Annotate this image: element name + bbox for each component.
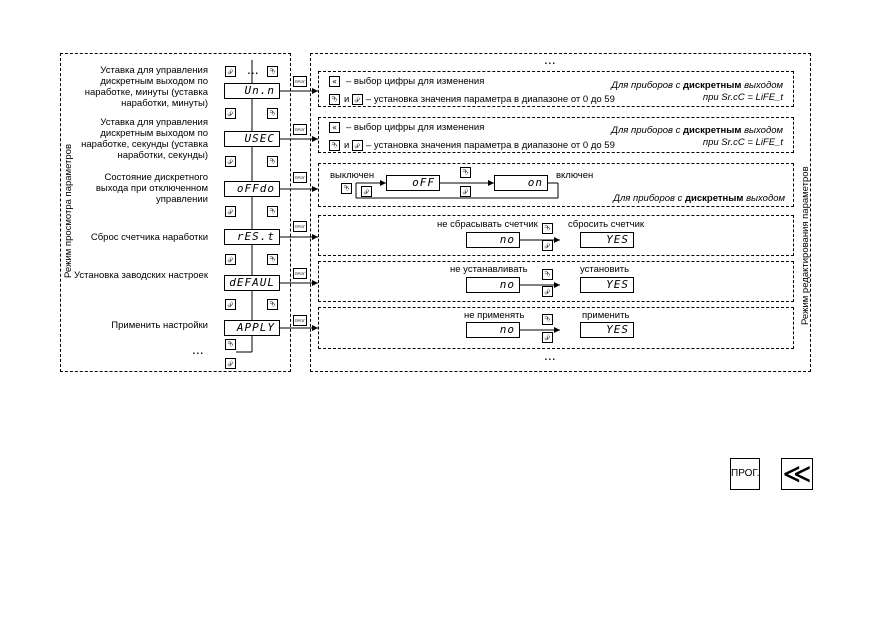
down-arrow-icon[interactable]: ⮷	[329, 94, 340, 105]
block3-note: Для приборов с дискретным выходом	[613, 193, 785, 204]
block-rest	[318, 215, 794, 256]
display-yes: YES	[580, 277, 634, 293]
ellipsis-top-left: ...	[247, 61, 259, 77]
block1-line2: – установка значения параметра в диапазо…	[366, 94, 615, 105]
block-unn	[318, 71, 794, 107]
block-default	[318, 261, 794, 302]
edit-mode-panel	[310, 53, 811, 372]
double-chevron-left-icon: ≪	[782, 458, 812, 489]
display-off: oFF	[386, 175, 440, 191]
block-offdo	[318, 163, 794, 207]
block2-line1: – выбор цифры для изменения	[346, 122, 485, 133]
back-key[interactable]: ≪	[781, 458, 813, 490]
block-apply	[318, 307, 794, 349]
down-arrow-icon[interactable]: ⮷	[267, 206, 278, 217]
label-no-reset: не сбрасывать счетчик	[437, 219, 538, 230]
down-arrow-icon[interactable]: ⮷	[267, 156, 278, 167]
ellipsis-top-right: ...	[544, 51, 556, 67]
up-arrow-icon[interactable]: ⮵	[225, 206, 236, 217]
display-offdo: oFFdo	[224, 181, 280, 197]
up-arrow-icon[interactable]: ⮵	[225, 156, 236, 167]
up-arrow-icon[interactable]: ⮵	[225, 254, 236, 265]
prog-button[interactable]: ПРОГ	[293, 221, 307, 232]
label-on: включен	[556, 170, 594, 181]
double-chevron-left-icon[interactable]: «	[329, 76, 340, 87]
down-arrow-icon[interactable]: ⮷	[542, 269, 553, 280]
down-arrow-icon[interactable]: ⮷	[542, 223, 553, 234]
up-arrow-icon[interactable]: ⮵	[460, 186, 471, 197]
down-arrow-icon[interactable]: ⮷	[460, 167, 471, 178]
display-unn: Un.n	[224, 83, 280, 99]
prog-button[interactable]: ПРОГ	[293, 268, 307, 279]
prog-button[interactable]: ПРОГ	[293, 315, 307, 326]
block2-line2: – установка значения параметра в диапазо…	[366, 140, 615, 151]
block2-note: Для приборов с дискретным выходом	[611, 125, 783, 136]
up-arrow-icon[interactable]: ⮵	[542, 332, 553, 343]
display-no: no	[466, 277, 520, 293]
label-set: установить	[580, 264, 630, 275]
down-arrow-icon[interactable]: ⮷	[267, 254, 278, 265]
prog-button[interactable]: ПРОГ	[293, 172, 307, 183]
up-arrow-icon[interactable]: ⮵	[225, 358, 236, 369]
block1-note2: при Sr.cC = LiFE_t	[702, 92, 783, 103]
block2-and: и	[344, 140, 350, 151]
display-apply: APPLY	[224, 320, 280, 336]
display-yes: YES	[580, 232, 634, 248]
down-arrow-icon[interactable]: ⮷	[267, 66, 278, 77]
up-arrow-icon[interactable]: ⮵	[361, 186, 372, 197]
down-arrow-icon[interactable]: ⮷	[542, 314, 553, 325]
view-mode-panel	[60, 53, 291, 372]
display-default: dEFAUL	[224, 275, 280, 291]
label-apply-yes: применить	[582, 310, 630, 321]
up-arrow-icon[interactable]: ⮵	[225, 108, 236, 119]
up-arrow-icon[interactable]: ⮵	[542, 286, 553, 297]
label-usec: Уставка для управления дискретным выходо…	[81, 117, 208, 161]
label-no-apply: не применять	[464, 310, 525, 321]
ellipsis-bottom-right: ...	[544, 347, 556, 363]
display-usec: USEC	[224, 131, 280, 147]
label-default: Установка заводских настроек	[74, 270, 208, 281]
up-arrow-icon[interactable]: ⮵	[225, 66, 236, 77]
double-chevron-left-icon[interactable]: «	[329, 122, 340, 133]
prog-button[interactable]: ПРОГ	[293, 124, 307, 135]
up-arrow-icon[interactable]: ⮵	[225, 299, 236, 310]
display-yes: YES	[580, 322, 634, 338]
label-offdo: Состояние дискретного выхода при отключе…	[95, 172, 208, 205]
up-arrow-icon[interactable]: ⮵	[352, 140, 363, 151]
down-arrow-icon[interactable]: ⮷	[329, 140, 340, 151]
ellipsis-bottom-left: ...	[192, 341, 204, 357]
block2-note2: при Sr.cC = LiFE_t	[702, 137, 783, 148]
block1-and: и	[344, 94, 350, 105]
display-on: on	[494, 175, 548, 191]
label-apply: Применить настройки	[111, 320, 208, 331]
display-rest: rES.t	[224, 229, 280, 245]
display-no: no	[466, 232, 520, 248]
label-reset: сбросить счетчик	[568, 219, 645, 230]
prog-key[interactable]: ПРОГ.	[730, 458, 760, 490]
up-arrow-icon[interactable]: ⮵	[352, 94, 363, 105]
label-unn: Уставка для управления дискретным выходо…	[84, 65, 208, 109]
label-rest: Сброс счетчика наработки	[90, 232, 208, 243]
down-arrow-icon[interactable]: ⮷	[267, 299, 278, 310]
block1-note: Для приборов с дискретным выходом	[611, 80, 783, 91]
label-off: выключен	[330, 170, 375, 181]
down-arrow-icon[interactable]: ⮷	[225, 339, 236, 350]
label-no-set: не устанавливать	[450, 264, 528, 275]
block-usec	[318, 117, 794, 153]
prog-button[interactable]: ПРОГ	[293, 76, 307, 87]
block1-line1: – выбор цифры для изменения	[346, 76, 485, 87]
up-arrow-icon[interactable]: ⮵	[542, 240, 553, 251]
edit-mode-title: Режим редактирования параметров	[800, 166, 811, 325]
down-arrow-icon[interactable]: ⮷	[341, 183, 352, 194]
display-no: no	[466, 322, 520, 338]
down-arrow-icon[interactable]: ⮷	[267, 108, 278, 119]
